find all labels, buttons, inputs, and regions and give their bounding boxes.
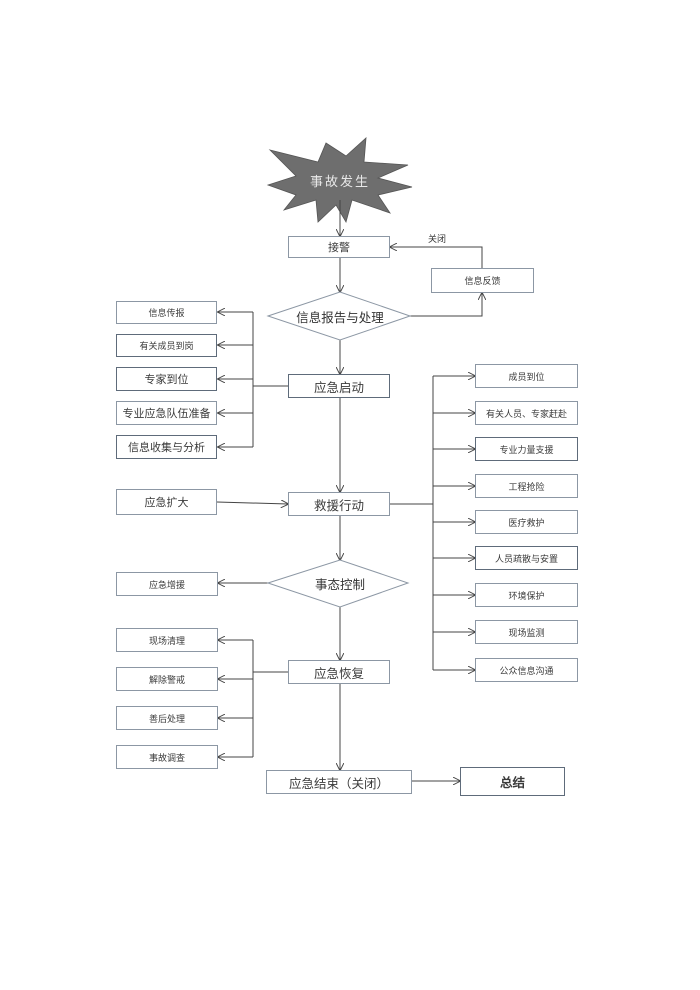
edge-expand-rescue (216, 502, 288, 504)
node-activate-branch: 信息收集与分析 (116, 435, 217, 459)
node-summary: 总结 (460, 767, 565, 796)
node-rescue-branch: 现场监测 (475, 620, 578, 644)
node-reinforce: 应急增援 (116, 572, 218, 596)
node-recovery-branch: 事故调查 (116, 745, 218, 769)
node-recovery-branch: 善后处理 (116, 706, 218, 730)
edge-label-close: 关闭 (427, 234, 446, 245)
node-rescue: 救援行动 (288, 492, 390, 516)
connector-lines (216, 200, 483, 781)
start-node-label: 事故发生 (309, 174, 370, 190)
edge-feedback-receive (390, 247, 483, 268)
diamond-control (266, 559, 410, 608)
node-control-label: 事态控制 (314, 576, 365, 592)
node-activate-branch: 专业应急队伍准备 (116, 401, 217, 425)
node-rescue-branch: 公众信息沟通 (475, 658, 578, 682)
node-activate-branch: 信息传报 (116, 301, 217, 324)
node-rescue-branch: 工程抢险 (475, 474, 578, 498)
node-rescue-branch: 医疗救护 (475, 510, 578, 534)
node-activate-branch: 有关成员到岗 (116, 334, 217, 357)
node-activate-branch: 专家到位 (116, 367, 217, 391)
node-rescue-branch: 有关人员、专家赶赴 (475, 401, 578, 425)
starburst-shape (266, 137, 413, 224)
node-recovery: 应急恢复 (288, 660, 390, 684)
node-recovery-branch: 解除警戒 (116, 667, 218, 691)
node-expand: 应急扩大 (116, 489, 217, 515)
node-recovery-branch: 现场清理 (116, 628, 218, 652)
node-receive: 接警 (288, 236, 390, 258)
node-feedback: 信息反馈 (431, 268, 534, 293)
diamond-report (266, 291, 412, 341)
node-rescue-branch: 专业力量支援 (475, 437, 578, 461)
node-rescue-branch: 环境保护 (475, 583, 578, 607)
node-end: 应急结束（关闭） (266, 770, 412, 794)
node-activate: 应急启动 (288, 374, 390, 398)
edge-report-feedback (410, 293, 482, 317)
node-rescue-branch: 成员到位 (475, 364, 578, 388)
node-rescue-branch: 人员疏散与安置 (475, 546, 578, 570)
node-report-label: 信息报告与处理 (296, 309, 384, 325)
